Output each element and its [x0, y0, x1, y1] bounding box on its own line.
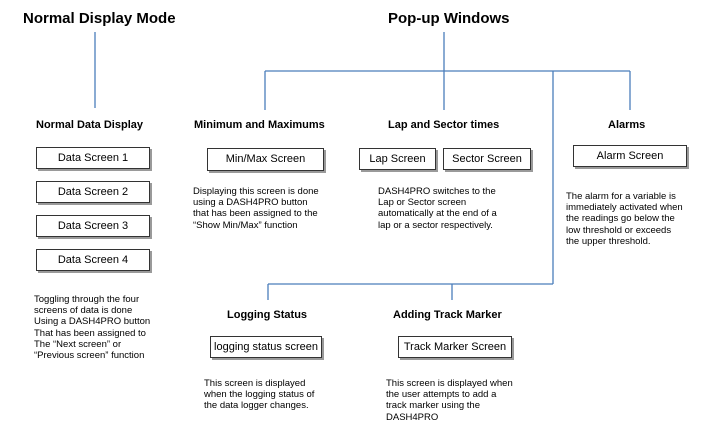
alarms-desc-line: low threshold or exceeds	[566, 224, 672, 236]
lap-desc-line: Lap or Sector screen	[378, 197, 467, 209]
marker-desc-line: track marker using the	[386, 400, 480, 412]
minmax-title: Minimum and Maximums	[194, 119, 325, 131]
minmax-desc-line: “Show Min/Max” function	[193, 219, 298, 231]
normal-desc-line: That has been assigned to	[34, 327, 146, 339]
alarms-description: The alarm for a variable is immediately …	[566, 191, 683, 247]
alarms-title: Alarms	[608, 119, 646, 131]
minmax-description: Displaying this screen is done using a D…	[193, 186, 319, 231]
logging-desc-line: when the logging status of	[204, 389, 315, 401]
data-screen-4-box: Data Screen 4	[36, 249, 150, 271]
minmax-desc-line: that has been assigned to the	[193, 208, 318, 220]
normal-desc-line: Using a DASH4PRO button	[34, 316, 151, 328]
lap-desc-line: automatically at the end of a	[378, 208, 497, 220]
data-screen-1-box: Data Screen 1	[36, 147, 150, 169]
popup-windows-header: Pop-up Windows	[388, 10, 510, 27]
alarms-desc-line: The alarm for a variable is	[566, 191, 676, 202]
normal-desc-line: screens of data is done	[34, 305, 133, 317]
normal-desc-line: The “Next screen” or	[34, 338, 122, 350]
logging-status-box: logging status screen	[210, 336, 322, 358]
lap-desc-line: lap or a sector respectively.	[378, 219, 493, 231]
minmax-desc-line: Displaying this screen is done	[193, 186, 319, 197]
normal-desc-line: “Previous screen” function	[34, 350, 145, 362]
marker-desc-line: This screen is displayed when	[386, 378, 513, 389]
track-marker-title: Adding Track Marker	[393, 309, 502, 321]
lap-desc-line: DASH4PRO switches to the	[378, 186, 496, 197]
marker-desc-line: DASH4PRO	[386, 411, 439, 423]
track-marker-description: This screen is displayed when the user a…	[386, 378, 513, 423]
data-screen-3-box: Data Screen 3	[36, 215, 150, 237]
lap-sector-title: Lap and Sector times	[388, 119, 500, 131]
alarms-desc-line: the readings go below the	[566, 213, 675, 225]
data-screen-2-box: Data Screen 2	[36, 181, 150, 203]
normal-mode-header: Normal Display Mode	[23, 10, 176, 27]
marker-desc-line: the user attempts to add a	[386, 389, 497, 401]
normal-description: Toggling through the four screens of dat…	[34, 294, 150, 361]
track-marker-box: Track Marker Screen	[398, 336, 512, 358]
minmax-desc-line: using a DASH4PRO button	[193, 197, 308, 209]
lap-screen-box: Lap Screen	[359, 148, 436, 170]
normal-desc-line: Toggling through the four	[34, 294, 140, 305]
alarm-screen-box: Alarm Screen	[573, 145, 687, 167]
logging-desc-line: the data logger changes.	[204, 400, 309, 412]
logging-description: This screen is displayed when the loggin…	[204, 378, 314, 412]
logging-desc-line: This screen is displayed	[204, 378, 306, 389]
sector-screen-box: Sector Screen	[443, 148, 531, 170]
alarms-desc-line: the upper threshold.	[566, 235, 651, 247]
minmax-screen-box: Min/Max Screen	[207, 148, 324, 171]
lap-sector-description: DASH4PRO switches to the Lap or Sector s…	[378, 186, 497, 231]
alarms-desc-line: immediately activated when	[566, 202, 683, 214]
normal-data-title: Normal Data Display	[36, 119, 143, 131]
logging-status-title: Logging Status	[227, 309, 308, 321]
